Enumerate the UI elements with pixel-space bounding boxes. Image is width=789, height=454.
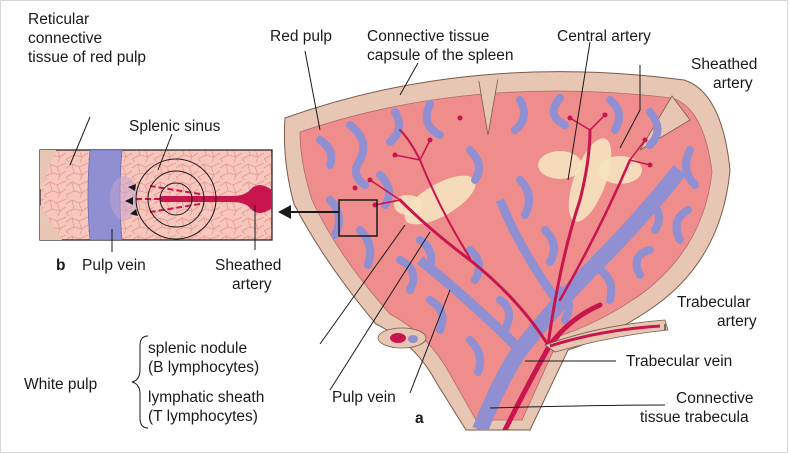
label-pulp-vein-b: Pulp vein [82, 257, 146, 274]
label-reticular-1: Reticular [28, 11, 89, 28]
label-trabecular-artery-2: artery [717, 313, 757, 330]
splenic-sinus-inset-b [40, 150, 272, 240]
label-pulp-vein-a: Pulp vein [332, 389, 396, 406]
label-trabecula-1: Connective [676, 390, 754, 407]
label-white-pulp: White pulp [24, 376, 97, 393]
label-capsule-2: capsule of the spleen [367, 47, 514, 64]
label-sheathed-artery-1: Sheathed [691, 56, 757, 73]
label-splenic-nodule-2: (B lymphocytes) [148, 359, 259, 376]
label-trabecular-artery-1: Trabecular [677, 294, 751, 311]
label-lymphatic-sheath-2: (T lymphocytes) [148, 408, 258, 425]
spleen-section-a [284, 72, 730, 430]
label-splenic-sinus: Splenic sinus [129, 118, 221, 135]
label-sheathed-artery-2: artery [713, 75, 753, 92]
label-red-pulp: Red pulp [270, 28, 332, 45]
label-reticular-3: tissue of red pulp [28, 49, 146, 66]
magnification-arrowhead [278, 205, 291, 219]
label-splenic-nodule-1: splenic nodule [148, 340, 247, 357]
label-panel-a: a [415, 410, 424, 427]
label-sheathed-artery-b-2: artery [232, 276, 272, 293]
label-panel-b: b [56, 257, 65, 274]
label-capsule-1: Connective tissue [367, 28, 489, 45]
label-lymphatic-sheath-1: lymphatic sheath [148, 389, 264, 406]
label-sheathed-artery-b-1: Sheathed [215, 257, 281, 274]
label-reticular-2: connective [28, 30, 102, 47]
white-pulp-brace [132, 336, 148, 428]
label-trabecula-2: tissue trabecula [640, 409, 749, 426]
label-central-artery: Central artery [557, 28, 651, 45]
label-trabecular-vein: Trabecular vein [626, 353, 732, 370]
